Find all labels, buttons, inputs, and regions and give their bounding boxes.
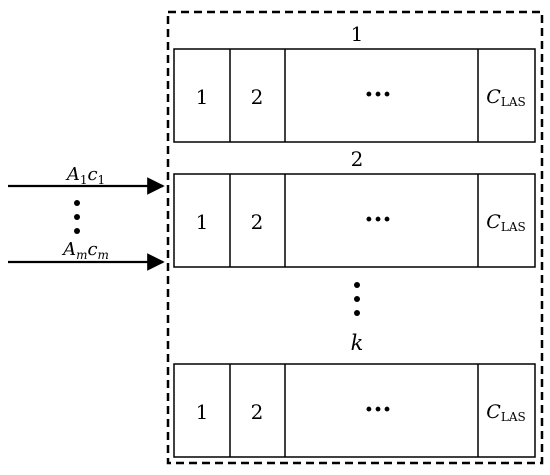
input-label-m: Amcm: [61, 239, 109, 262]
dot: [74, 214, 80, 220]
outer-dashed-frame: [166, 10, 544, 465]
layer-1-cell-2: 2: [251, 85, 264, 109]
input-label-1: A1c1: [65, 164, 105, 187]
layer-1-box: [173, 48, 536, 143]
layer-1-cell-ellipsis: ···: [364, 80, 391, 110]
layer-ellipsis: [354, 282, 360, 316]
layer-1-cell-last: CLAS: [486, 86, 525, 109]
layer-2: 2 1 2 ··· CLAS: [173, 147, 536, 268]
layer-k-cell-last: CLAS: [486, 401, 525, 424]
layer-2-cell-last: CLAS: [486, 211, 525, 234]
layer-k-cell-ellipsis: ···: [364, 395, 391, 425]
layer-k-box: [173, 363, 536, 458]
inputs: A1c1 Amcm: [8, 164, 165, 271]
layer-2-cell-1: 1: [196, 210, 209, 234]
layer-2-box: [173, 173, 536, 268]
dot: [354, 282, 360, 288]
layer-label-k: k: [351, 331, 364, 355]
dot: [74, 228, 80, 234]
layer-k: k 1 2 ··· CLAS: [173, 331, 536, 458]
layer-2-cell-2: 2: [251, 210, 264, 234]
dot: [74, 200, 80, 206]
layer-k-cell-1: 1: [196, 400, 209, 424]
dot: [354, 310, 360, 316]
dot: [354, 296, 360, 302]
layer-1-cell-1: 1: [196, 85, 209, 109]
layer-label-2: 2: [351, 147, 364, 171]
layer-label-1: 1: [351, 22, 364, 46]
input-ellipsis: [74, 200, 80, 234]
layer-2-cell-ellipsis: ···: [364, 205, 391, 235]
layer-1: 1 1 2 ··· CLAS: [173, 22, 536, 143]
layer-k-cell-2: 2: [251, 400, 264, 424]
